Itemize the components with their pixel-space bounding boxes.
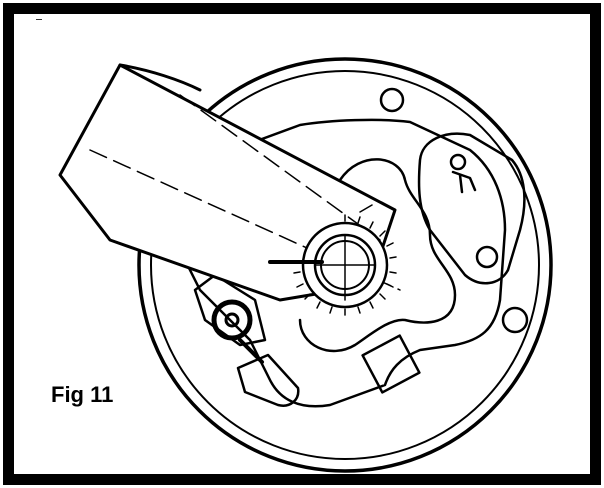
mounting-hole-right [501, 306, 529, 334]
arm-center-line-2 [179, 94, 381, 241]
corner-mark [36, 19, 42, 20]
pin-shank [451, 170, 477, 194]
figure-caption: Fig 11 [51, 382, 114, 407]
inner-cutout [298, 158, 457, 353]
pin-head [449, 153, 467, 171]
base-plate [178, 118, 507, 408]
dial-teeth [293, 214, 397, 316]
lever-eye-inner [224, 312, 240, 328]
side-bracket [417, 132, 526, 285]
housing-outer-ring [137, 57, 553, 473]
mounting-hole-top [379, 87, 405, 113]
lever-rod [238, 338, 264, 364]
arm-center-line [89, 149, 401, 291]
dial-crosshair [314, 204, 376, 301]
square-block [361, 334, 421, 394]
bracket-hole [475, 245, 499, 269]
housing-inner-ring [150, 70, 540, 460]
lever-eye-outer [211, 299, 253, 341]
lower-shoe [236, 353, 300, 407]
arm-edge-upper [118, 63, 202, 92]
